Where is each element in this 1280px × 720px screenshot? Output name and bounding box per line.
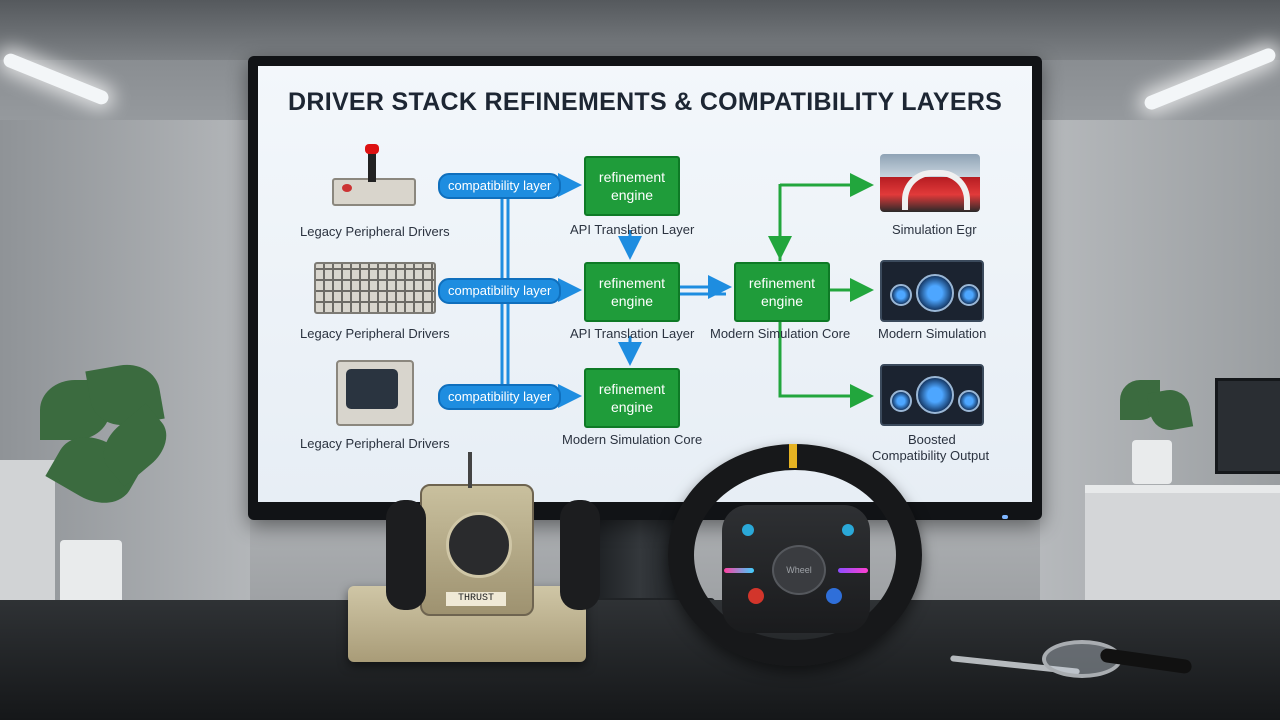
wheel-center-logo: Wheel (772, 545, 826, 595)
refine-box-3: refinement engine (584, 368, 680, 428)
compat-pill-2: compatibility layer (438, 278, 562, 304)
keyboard-icon (314, 262, 436, 314)
right-label-1: Simulation Egr (892, 222, 977, 237)
right-label-3: Boosted (908, 432, 956, 447)
side-monitor (1215, 378, 1280, 474)
wheel-rgb-strip-left (724, 568, 754, 573)
wheel-button-cyan-1 (742, 524, 754, 536)
arrow-box4-bottom (778, 322, 874, 408)
left-label-3: Legacy Peripheral Drivers (300, 436, 450, 451)
mid-label-3: Modern Simulation Core (562, 432, 703, 447)
refine-box-2: refinement engine (584, 262, 680, 322)
wheel-button-blue (826, 588, 842, 604)
right-label-2: Modern Simulation (878, 326, 987, 341)
yoke-antenna (468, 452, 472, 488)
mid-label-4: Modern Simulation Core (710, 326, 851, 341)
mid-label-1: API Translation Layer (570, 222, 695, 237)
monitor-screen: DRIVER STACK REFINEMENTS & COMPATIBILITY… (258, 66, 1032, 502)
joystick-icon (332, 144, 416, 210)
side-table (1085, 485, 1280, 613)
refine-box-4: refinement engine (734, 262, 830, 322)
ceiling (0, 0, 1280, 60)
refine-box-1: refinement engine (584, 156, 680, 216)
mid-label-2: API Translation Layer (570, 326, 695, 341)
wheel-button-cyan-2 (842, 524, 854, 536)
arrow-box4-top (778, 173, 874, 197)
power-led (1002, 515, 1008, 519)
yoke-handle-left (386, 500, 426, 610)
yoke-label: THRUST (446, 592, 506, 606)
wheel-button-red (748, 588, 764, 604)
cabinet (0, 460, 55, 605)
crt-monitor-icon (336, 360, 414, 426)
diagram-title: DRIVER STACK REFINEMENTS & COMPATIBILITY… (288, 88, 1003, 116)
yoke-handle-right (560, 500, 600, 610)
compat-pill-1: compatibility layer (438, 173, 562, 199)
cockpit-dashboard-thumbnail-1 (880, 260, 984, 322)
wheel-rgb-strip-right (838, 568, 868, 573)
compat-pill-3: compatibility layer (438, 384, 562, 410)
left-label-2: Legacy Peripheral Drivers (300, 326, 450, 341)
right-label-4: Compatibility Output (872, 448, 990, 463)
race-car-thumbnail (880, 154, 980, 212)
left-label-1: Legacy Peripheral Drivers (300, 224, 450, 239)
wheel-top-marker (789, 444, 797, 468)
cockpit-dashboard-thumbnail-2 (880, 364, 984, 426)
